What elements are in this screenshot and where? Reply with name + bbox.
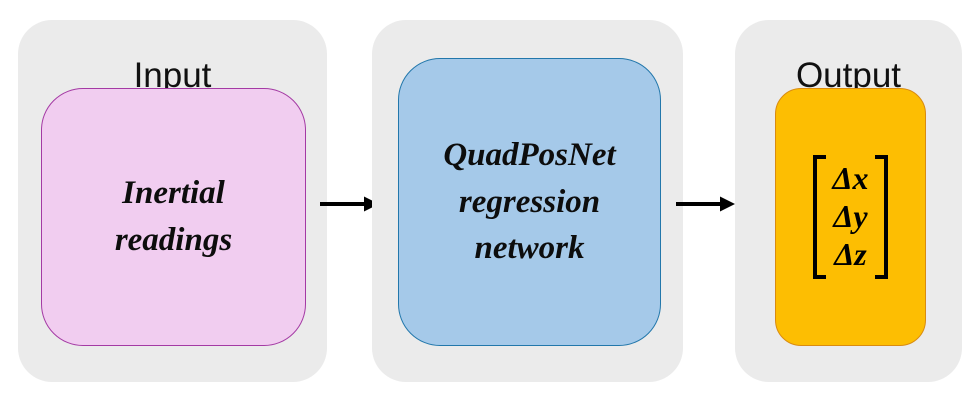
node-inertial-readings-label: Inertial readings [114, 175, 233, 258]
vector-bracket-right-icon [874, 155, 888, 279]
arrow-input-to-network [320, 196, 379, 212]
vector-row-dy: Δy [833, 198, 868, 235]
node-output-displacement-vector[interactable]: Δx Δy Δz [775, 88, 926, 346]
vector-rows: Δx Δy Δz [826, 155, 874, 279]
arrow-network-to-output [676, 196, 735, 212]
panel-output-title: Output [795, 56, 902, 95]
node-inertial-readings[interactable]: Inertial readings [41, 88, 306, 346]
node-quadposnet-regression-network-label: QuadPosNet regression network [443, 136, 616, 267]
panel-input-title: Input [133, 56, 212, 95]
vector-bracket-left-icon [813, 155, 827, 279]
output-column-vector: Δx Δy Δz [813, 155, 888, 279]
node-quadposnet-regression-network[interactable]: QuadPosNet regression network [398, 58, 661, 346]
vector-row-dx: Δx [832, 160, 869, 197]
vector-row-dz: Δz [834, 235, 867, 272]
